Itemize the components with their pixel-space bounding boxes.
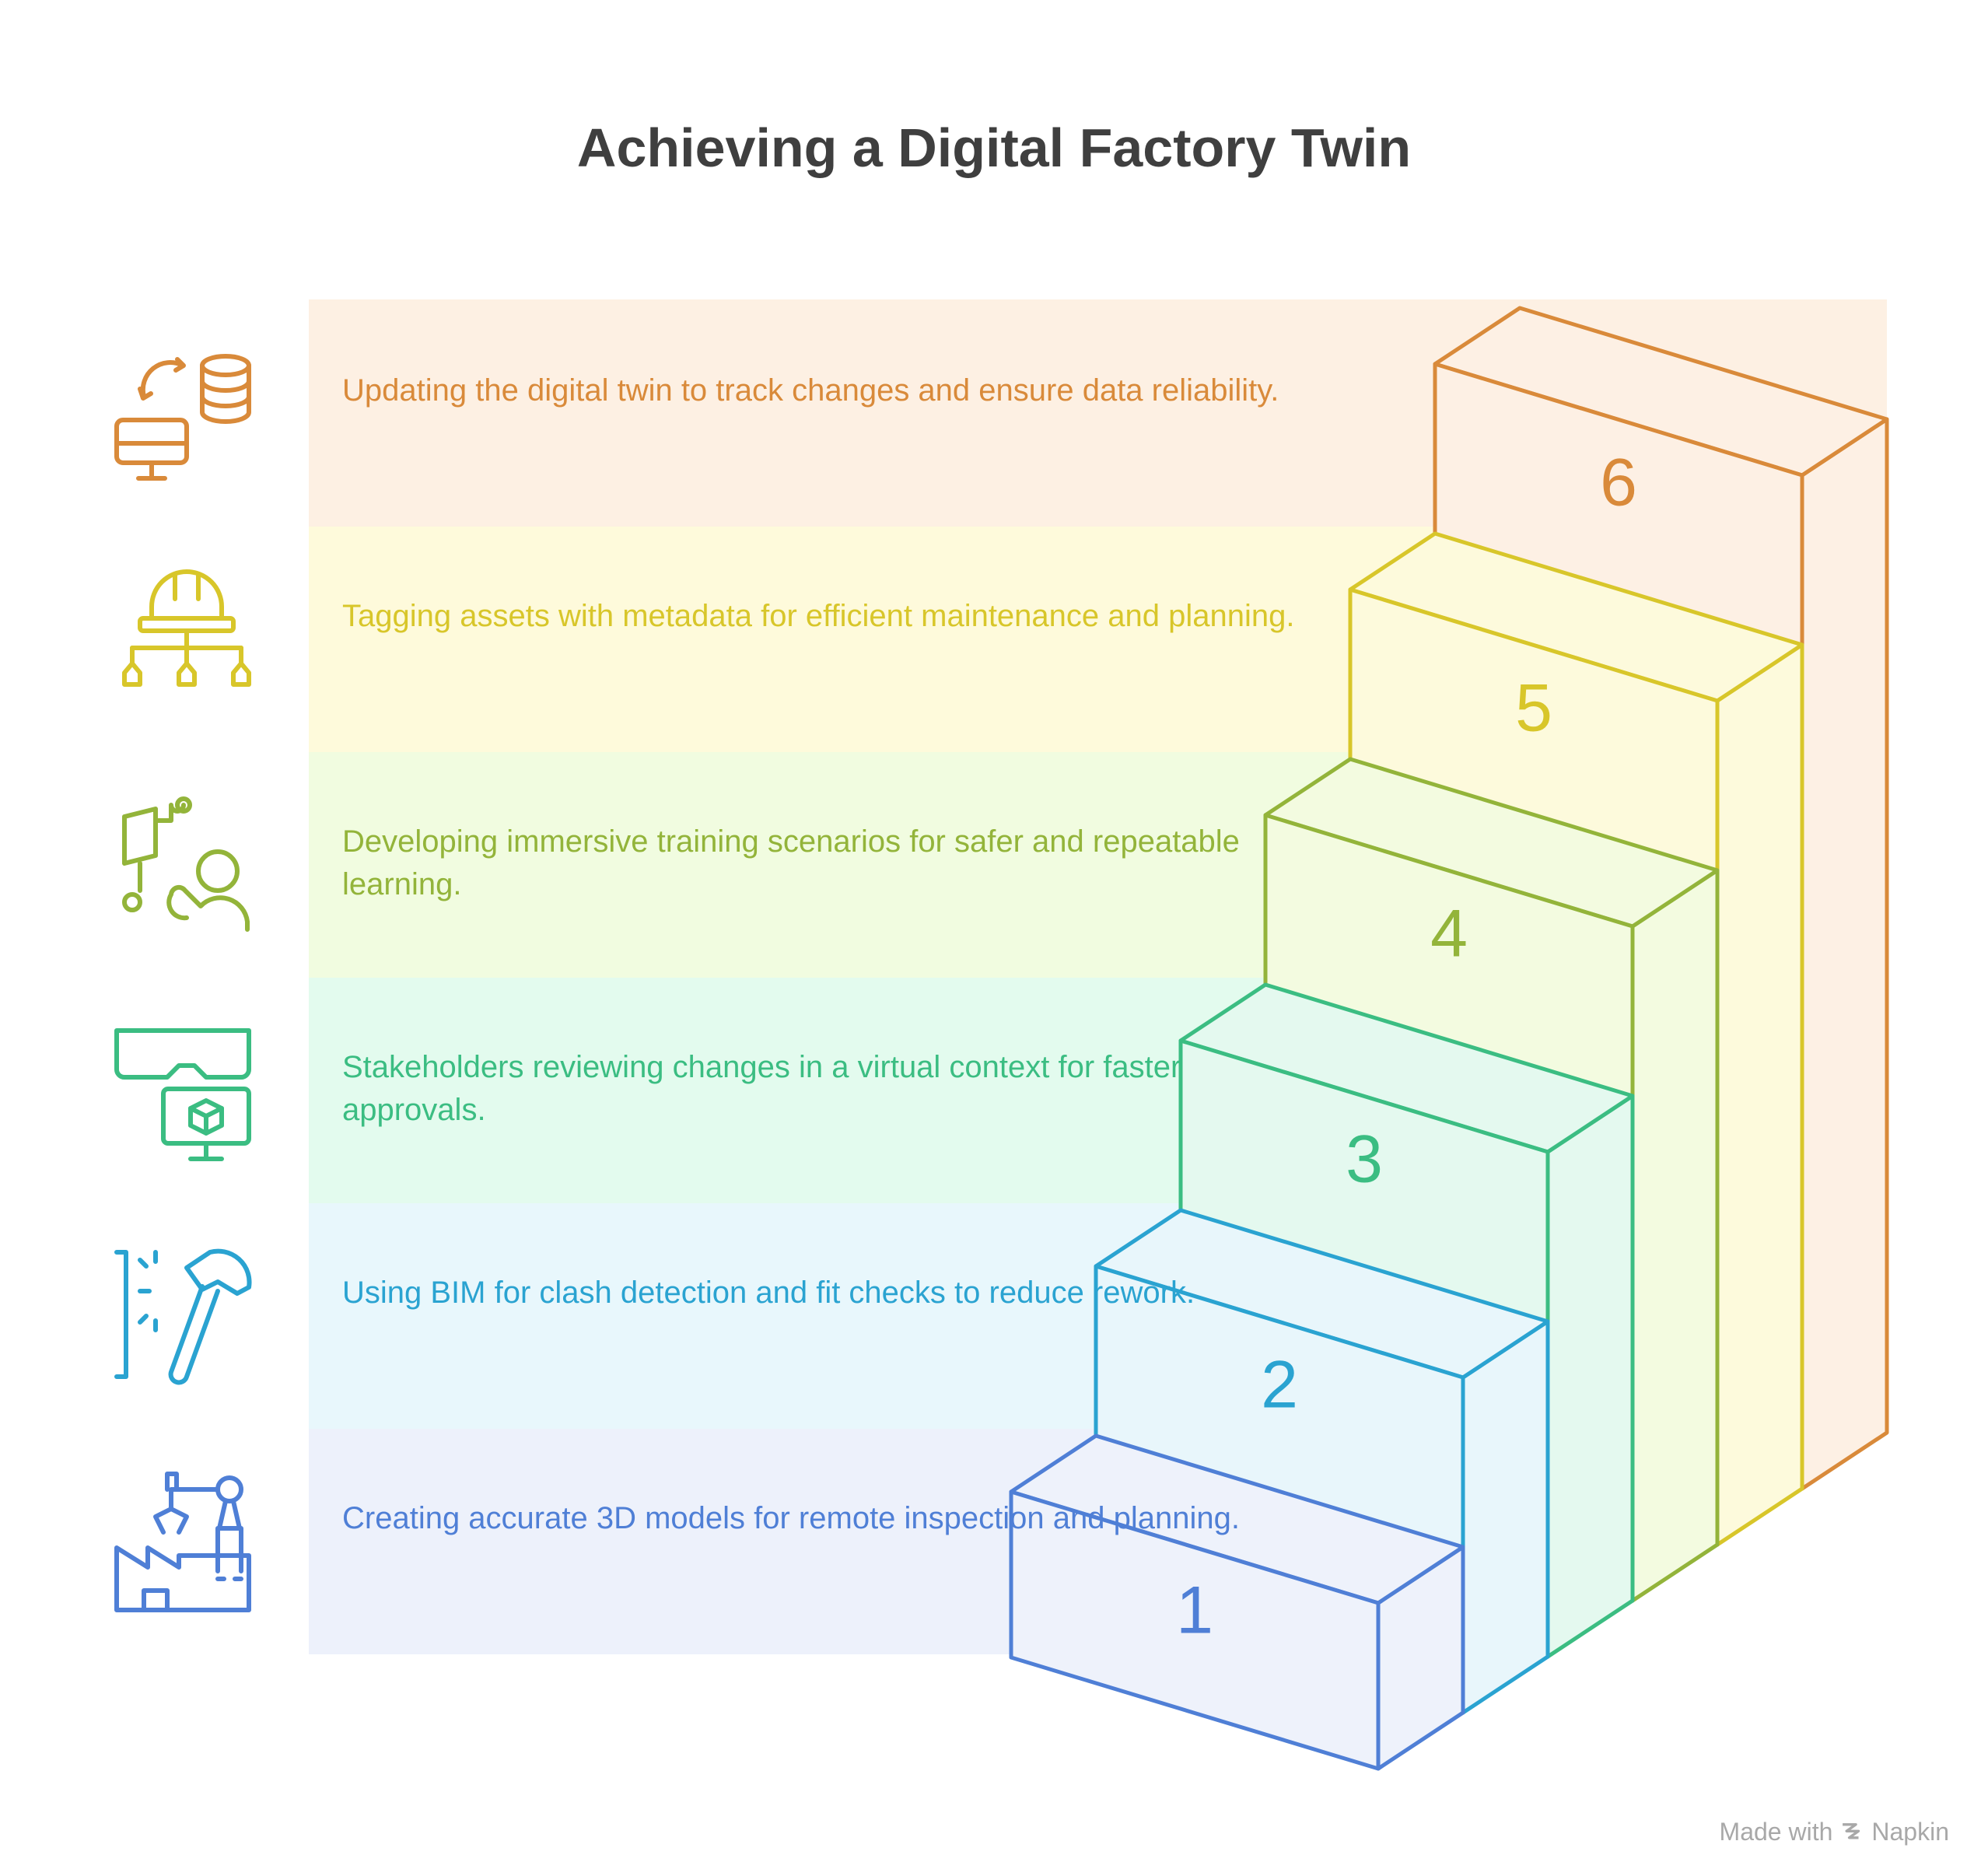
hardhat-hierarchy-icon — [109, 560, 264, 716]
vr-headset-monitor-icon — [109, 1011, 264, 1167]
step-5-number: 5 — [1515, 671, 1552, 746]
step-6-description: Updating the digital twin to track chang… — [342, 373, 1279, 408]
napkin-brand-label: Napkin — [1871, 1818, 1949, 1846]
napkin-footer: Made with Napkin — [1720, 1818, 1949, 1846]
diagram-title: Achieving a Digital Factory Twin — [576, 117, 1412, 178]
step-1-description: Creating accurate 3D models for remote i… — [342, 1501, 1240, 1535]
step-4-number: 4 — [1430, 897, 1468, 971]
step-1-number: 1 — [1176, 1573, 1213, 1648]
step-4-description: Developing immersive training scenarios … — [342, 824, 1240, 901]
training-robot-person-icon — [109, 786, 264, 941]
step-5-description: Tagging assets with metadata for efficie… — [342, 599, 1295, 633]
step-3-number: 3 — [1346, 1122, 1383, 1197]
napkin-logo-icon — [1843, 1822, 1860, 1839]
hammer-wall-icon — [109, 1237, 264, 1392]
step-6-number: 6 — [1600, 446, 1637, 520]
step-3-description: Stakeholders reviewing changes in a virt… — [342, 1050, 1181, 1127]
database-sync-monitor-icon — [109, 334, 264, 490]
made-with-label: Made with — [1719, 1818, 1833, 1846]
factory-robot-arm-icon — [109, 1462, 264, 1618]
step-2-description: Using BIM for clash detection and fit ch… — [342, 1276, 1195, 1310]
step-1-block: 1 — [1009, 1433, 1465, 1771]
step-2-number: 2 — [1261, 1348, 1298, 1423]
